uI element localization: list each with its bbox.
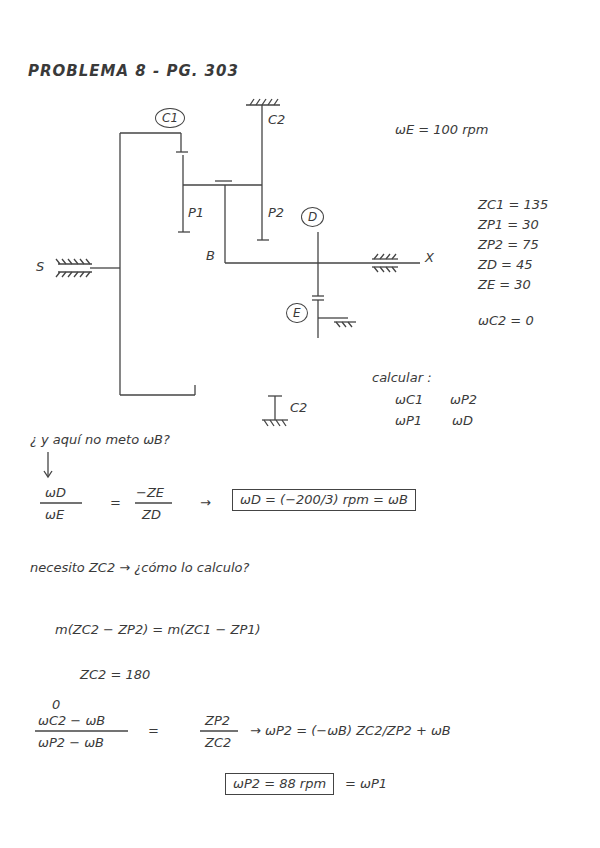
note-text: P2	[268, 205, 284, 221]
note-text: ZP1 = 30	[478, 217, 539, 233]
note-text: −ZE	[136, 485, 164, 501]
note-text: ZD = 45	[478, 257, 533, 273]
note-text: ωE = 100 rpm	[395, 122, 488, 138]
gear-callout: C1	[155, 108, 185, 128]
note-text: ωP2	[450, 392, 477, 408]
gear-name: C1	[162, 111, 178, 125]
note-text: ZP2 = 75	[478, 237, 539, 253]
note-text: ZC2 = 180	[80, 667, 150, 683]
note-text: m(ZC2 − ZP2) = m(ZC1 − ZP1)	[55, 622, 261, 638]
page-title: PROBLEMA 8 - PG. 303	[28, 62, 239, 80]
gear-name: D	[308, 210, 317, 224]
boxed-result: ωP2 = 88 rpm	[225, 773, 334, 795]
gear-callout: D	[301, 207, 324, 227]
note-text: ZP2	[205, 713, 230, 729]
gear-callout: E	[286, 303, 308, 323]
note-text: S	[36, 259, 44, 275]
note-text: ωP1	[395, 413, 422, 429]
boxed-result: ωD = (−200/3) rpm = ωB	[232, 489, 416, 511]
note-text: ZE = 30	[478, 277, 531, 293]
note-text: = ωP1	[345, 776, 387, 792]
note-text: ¿ y aquí no meto ωB?	[30, 432, 170, 448]
note-text: → ωP2 = (−ωB) ZC2/ZP2 + ωB	[250, 723, 451, 739]
note-text: calcular :	[372, 370, 432, 386]
note-text: 0	[52, 697, 60, 713]
note-text: ωC2 = 0	[478, 313, 534, 329]
note-text: ωD	[452, 413, 473, 429]
note-text: necesito ZC2 → ¿cómo lo calculo?	[30, 560, 249, 576]
note-text: ωC1	[395, 392, 423, 408]
note-text: =	[148, 723, 159, 739]
note-text: ωE	[45, 507, 64, 523]
note-text: ZC2	[205, 735, 231, 751]
note-text: ZD	[142, 507, 161, 523]
note-text: =	[110, 495, 121, 511]
note-text: →	[200, 495, 211, 511]
note-text: P1	[188, 205, 204, 221]
note-text: C2	[290, 400, 307, 416]
gear-name: E	[293, 306, 301, 320]
note-text: ωD	[45, 485, 66, 501]
note-text: C2	[268, 112, 285, 128]
note-text: ωP2 − ωB	[38, 735, 104, 751]
note-text: ωC2 − ωB	[38, 713, 105, 729]
note-text: ZC1 = 135	[478, 197, 548, 213]
note-text: B	[206, 248, 215, 264]
note-text: X	[425, 250, 434, 266]
